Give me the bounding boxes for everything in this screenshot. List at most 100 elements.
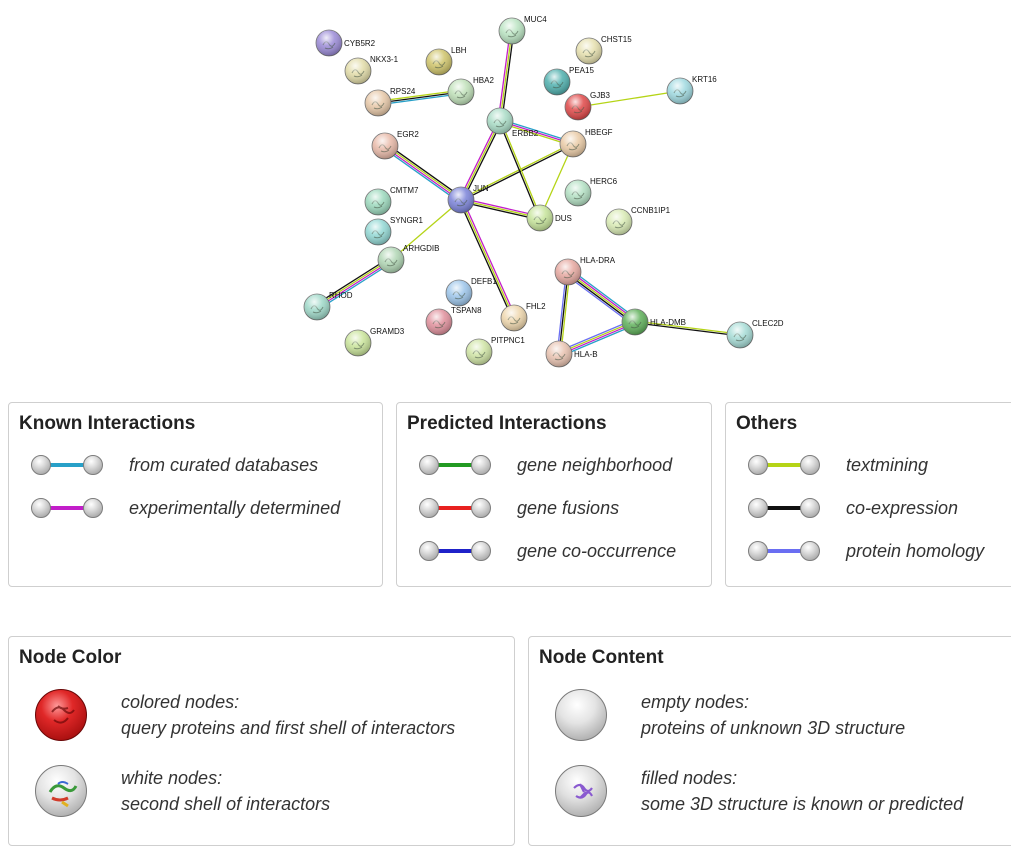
legend-label-homology: protein homology <box>846 540 985 561</box>
node-gloss <box>426 309 452 335</box>
edge-line-coexpression <box>377 91 462 104</box>
edge-line-coexpression <box>558 271 569 355</box>
node-cmtm7[interactable]: CMTM7 <box>364 186 419 216</box>
node-muc4[interactable]: MUC4 <box>498 15 547 45</box>
node-rps24[interactable]: RPS24 <box>364 87 416 117</box>
node-nkx3-1[interactable]: NKX3-1 <box>344 55 399 85</box>
legend-item-cooccurrence: gene co-occurrence <box>419 539 676 563</box>
filled-nodes-desc: some 3D structure is known or predicted <box>641 794 964 814</box>
edge-line-homology <box>557 318 635 353</box>
node-lbh[interactable]: LBH <box>425 46 467 76</box>
edge-line-textmining <box>385 144 462 200</box>
node-gloss <box>487 108 513 134</box>
edge-line-coexpression <box>462 121 503 202</box>
node-cyb5r2[interactable]: CYB5R2 <box>315 29 376 57</box>
edge-line-textmining <box>390 199 462 261</box>
edge-HLA-DMB-HLA-B[interactable] <box>557 318 637 358</box>
edge-line-textmining <box>460 120 501 201</box>
node-label: FHL2 <box>526 302 546 311</box>
node-hba2[interactable]: HBA2 <box>447 76 494 106</box>
legend-item-experimental: experimentally determined <box>31 496 340 520</box>
node-ccnb1ip1[interactable]: CCNB1IP1 <box>605 206 671 236</box>
node-label: ERBB2 <box>512 129 539 138</box>
node-hla-dmb[interactable]: HLA-DMB <box>621 308 686 336</box>
network-graph[interactable]: CYB5R2NKX3-1LBHHBA2RPS24MUC4CHST15PEA15G… <box>0 0 1011 380</box>
node-chst15[interactable]: CHST15 <box>575 35 632 65</box>
legend-label-cooccurrence: gene co-occurrence <box>517 540 677 561</box>
legend-label-neighborhood: gene neighborhood <box>517 454 673 475</box>
node-gloss <box>372 133 398 159</box>
node-rhod[interactable]: RHOD <box>303 291 353 321</box>
edge-fusion-icon <box>419 496 491 520</box>
colored-node-icon <box>35 689 87 741</box>
node-egr2[interactable]: EGR2 <box>371 130 419 160</box>
filled-nodes-item: filled nodes: some 3D structure is known… <box>555 765 963 817</box>
edge-line-textmining <box>460 199 515 319</box>
edge-line-experimental <box>462 198 517 318</box>
edge-JUN-DUSP6[interactable] <box>460 197 541 221</box>
edge-JUN-ERBB2[interactable] <box>458 119 503 202</box>
node-fhl2[interactable]: FHL2 <box>500 302 546 332</box>
node-defb1[interactable]: DEFB1 <box>445 277 497 307</box>
network-nodes: CYB5R2NKX3-1LBHHBA2RPS24MUC4CHST15PEA15G… <box>303 15 784 368</box>
node-label: HBA2 <box>473 76 494 85</box>
edge-RPS24-HBA2[interactable] <box>377 89 462 106</box>
node-krt16[interactable]: KRT16 <box>666 75 717 105</box>
edge-line-curated <box>378 93 462 106</box>
edge-line-coexpression <box>460 201 540 221</box>
predicted-interactions-panel: Predicted Interactions gene neighborhood… <box>396 402 712 587</box>
known-interactions-title: Known Interactions <box>19 413 196 434</box>
edge-line-curated <box>383 147 460 203</box>
filled-nodes-label: filled nodes: <box>641 768 738 788</box>
node-erbb2[interactable]: ERBB2 <box>486 107 539 138</box>
edge-GJB3-KRT16[interactable] <box>577 90 681 108</box>
node-gloss <box>304 294 330 320</box>
node-tspan8[interactable]: TSPAN8 <box>425 306 482 336</box>
legend-item-fusion: gene fusions <box>419 496 619 520</box>
edge-line-textmining <box>635 320 741 335</box>
edge-HBEGF-DUSP6[interactable] <box>539 143 574 219</box>
node-gloss <box>448 187 474 213</box>
empty-nodes-label: empty nodes: <box>641 692 750 712</box>
node-clec2d[interactable]: CLEC2D <box>726 319 784 349</box>
node-hbegf[interactable]: HBEGF <box>559 128 613 158</box>
node-label: HERC6 <box>590 177 618 186</box>
legend-label-fusion: gene fusions <box>517 497 620 518</box>
node-syngr1[interactable]: SYNGR1 <box>364 216 423 246</box>
node-hla-dra[interactable]: HLA-DRA <box>554 256 616 286</box>
node-label: JUN <box>473 184 489 193</box>
predicted-interactions-title: Predicted Interactions <box>407 413 607 434</box>
node-dusp6[interactable]: DUS <box>526 204 572 232</box>
edge-line-homology <box>565 274 634 326</box>
edge-ARHGDIB-RHOD[interactable] <box>315 257 393 310</box>
node-herc6[interactable]: HERC6 <box>564 177 618 207</box>
legend-item-homology: protein homology <box>748 539 984 563</box>
edge-HLA-DRA-HLA-DMB[interactable] <box>565 268 638 326</box>
edge-JUN-EGR2[interactable] <box>383 143 463 203</box>
node-gloss <box>446 280 472 306</box>
edge-line-experimental <box>568 270 637 322</box>
node-pitpnc1[interactable]: PITPNC1 <box>465 336 525 366</box>
edge-JUN-FHL2[interactable] <box>458 198 517 320</box>
edge-line-experimental <box>497 30 511 121</box>
node-gloss <box>365 189 391 215</box>
edge-JUN-HBEGF[interactable] <box>460 142 574 202</box>
node-hla-b[interactable]: HLA-B <box>545 340 598 368</box>
node-pea15[interactable]: PEA15 <box>543 66 594 96</box>
edge-ERBB2-DUSP6[interactable] <box>498 120 542 219</box>
node-gramd3[interactable]: GRAMD3 <box>344 327 405 357</box>
edge-line-textmining <box>577 90 681 108</box>
edge-JUN-ARHGDIB[interactable] <box>390 199 462 261</box>
others-panel: Others textmining co-expression protein … <box>725 402 1011 587</box>
node-jun[interactable]: JUN <box>447 184 489 214</box>
edge-curated-icon <box>31 453 103 477</box>
node-gjb3[interactable]: GJB3 <box>564 91 611 121</box>
node-gloss <box>565 180 591 206</box>
node-label: KRT16 <box>692 75 717 84</box>
edge-HLA-DMB-CLEC2D[interactable] <box>634 320 741 337</box>
edge-ERBB2-MUC4[interactable] <box>497 30 515 122</box>
edge-HLA-DRA-HLA-B[interactable] <box>556 271 571 355</box>
node-arhgdib[interactable]: ARHGDIB <box>377 244 439 274</box>
edge-line-experimental <box>461 197 541 217</box>
node-label: HLA-B <box>574 350 598 359</box>
